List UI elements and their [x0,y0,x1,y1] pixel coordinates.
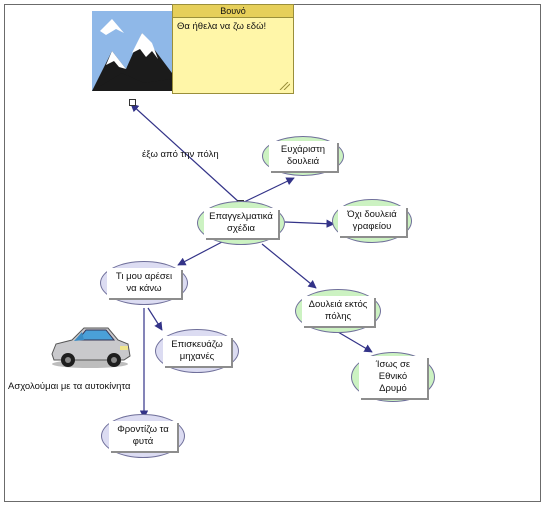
edge-likes-to-repair [147,307,163,331]
node-label: Τι μου αρέσει να κάνω [107,268,181,298]
node-label: Δουλειά εκτός πόλης [302,296,374,326]
note-body[interactable]: Θα ήθελα να ζω εδώ! [177,21,267,32]
edge-career-to-outside [261,243,317,289]
node-label: Επισκευάζω μηχανές [163,336,231,366]
car-icon[interactable] [46,320,132,370]
node-repair-machines[interactable]: Επισκευάζω μηχανές [155,329,239,373]
node-pleasant-job[interactable]: Ευχάριστη δουλειά [262,136,344,176]
note-title: Βουνό [220,6,246,16]
node-plants[interactable]: Φροντίζω τα φυτά [101,414,185,458]
node-label: Όχι δουλειά γραφείου [338,206,406,236]
edge-handle[interactable] [129,99,136,106]
edge-label-outside-city: έξω από την πόλη [142,149,219,160]
mountain-icon[interactable] [92,11,172,91]
node-career-plans[interactable]: Επαγγελματικά σχέδια [197,201,285,245]
note-titlebar[interactable]: Βουνό [173,5,293,18]
node-no-office[interactable]: Όχι δουλειά γραφείου [332,199,412,243]
node-job-outside-city[interactable]: Δουλειά εκτός πόλης [295,289,381,333]
edge-outside-to-road [337,331,373,353]
node-label: Φροντίζω τα φυτά [109,421,177,451]
edge-career-to-nooffice [284,219,335,228]
sticky-note[interactable]: Βουνό Θα ήθελα να ζω εδώ! [172,4,294,94]
edge-career-to-likes [177,241,223,266]
resize-grip-icon[interactable] [278,82,290,90]
edge-career-to-pleasant [241,177,295,204]
car-caption: Ασχολούμαι με τα αυτοκίνητα [8,381,131,392]
node-label: Ίσως σε Εθνικό Δρυμό [359,356,427,398]
edge-career-to-mountain [130,103,241,204]
node-likes[interactable]: Τι μου αρέσει να κάνω [100,261,188,305]
node-label: Επαγγελματικά σχέδια [204,208,278,238]
node-label: Ευχάριστη δουλειά [269,141,337,171]
node-national-road[interactable]: Ίσως σε Εθνικό Δρυμό [351,352,435,402]
